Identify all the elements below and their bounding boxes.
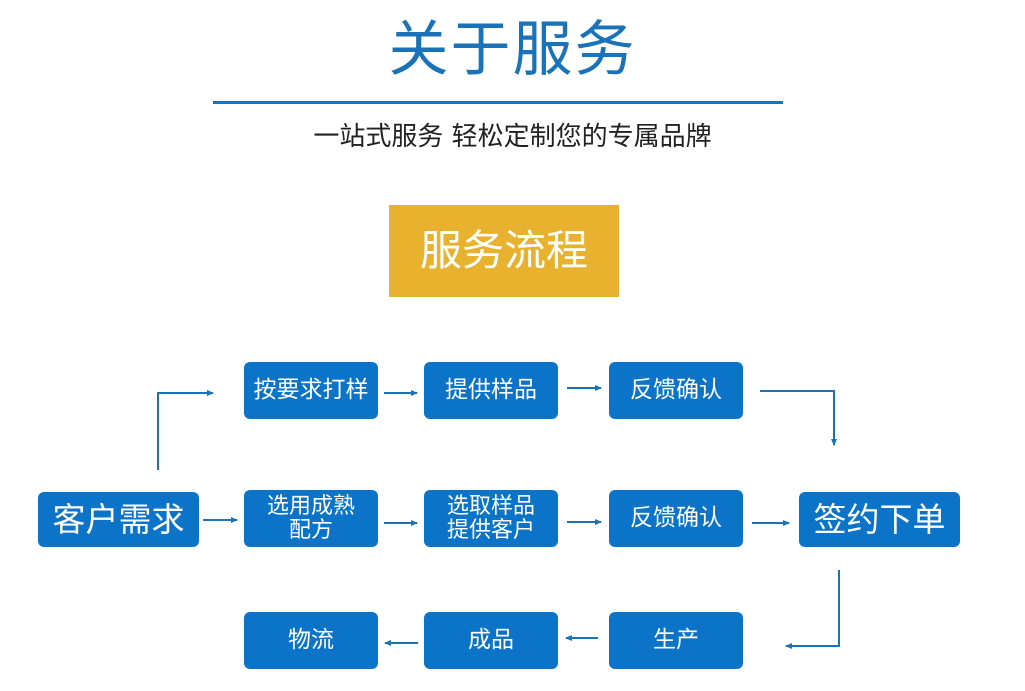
node-sign-order: 签约下单 — [799, 492, 960, 547]
node-mature-formula: 选用成熟 配方 — [244, 490, 378, 547]
arrow-start-to-sample — [157, 390, 214, 470]
node-select-samples-line2: 提供客户 — [446, 517, 535, 543]
node-finished-product: 成品 — [424, 612, 558, 669]
section-badge: 服务流程 — [389, 205, 619, 297]
node-select-samples-for-customer: 选取样品 提供客户 — [424, 490, 558, 547]
node-provide-samples: 提供样品 — [424, 362, 558, 419]
node-feedback-confirm-top: 反馈确认 — [609, 362, 743, 419]
node-feedback-confirm-middle: 反馈确认 — [609, 490, 743, 547]
title-divider — [213, 101, 783, 104]
node-production: 生产 — [609, 612, 743, 669]
node-mature-formula-line2: 配方 — [288, 517, 333, 543]
arrow-top-to-sign — [760, 390, 837, 446]
node-customer-demand: 客户需求 — [38, 492, 199, 547]
node-sample-per-request: 按要求打样 — [244, 362, 378, 419]
node-logistics: 物流 — [244, 612, 378, 669]
node-select-samples-line1: 选取样品 — [446, 493, 535, 519]
arrow-sign-to-production — [785, 570, 840, 649]
page-subtitle: 一站式服务 轻松定制您的专属品牌 — [313, 122, 712, 152]
page-title: 关于服务 — [388, 15, 637, 85]
node-mature-formula-line1: 选用成熟 — [266, 493, 355, 519]
